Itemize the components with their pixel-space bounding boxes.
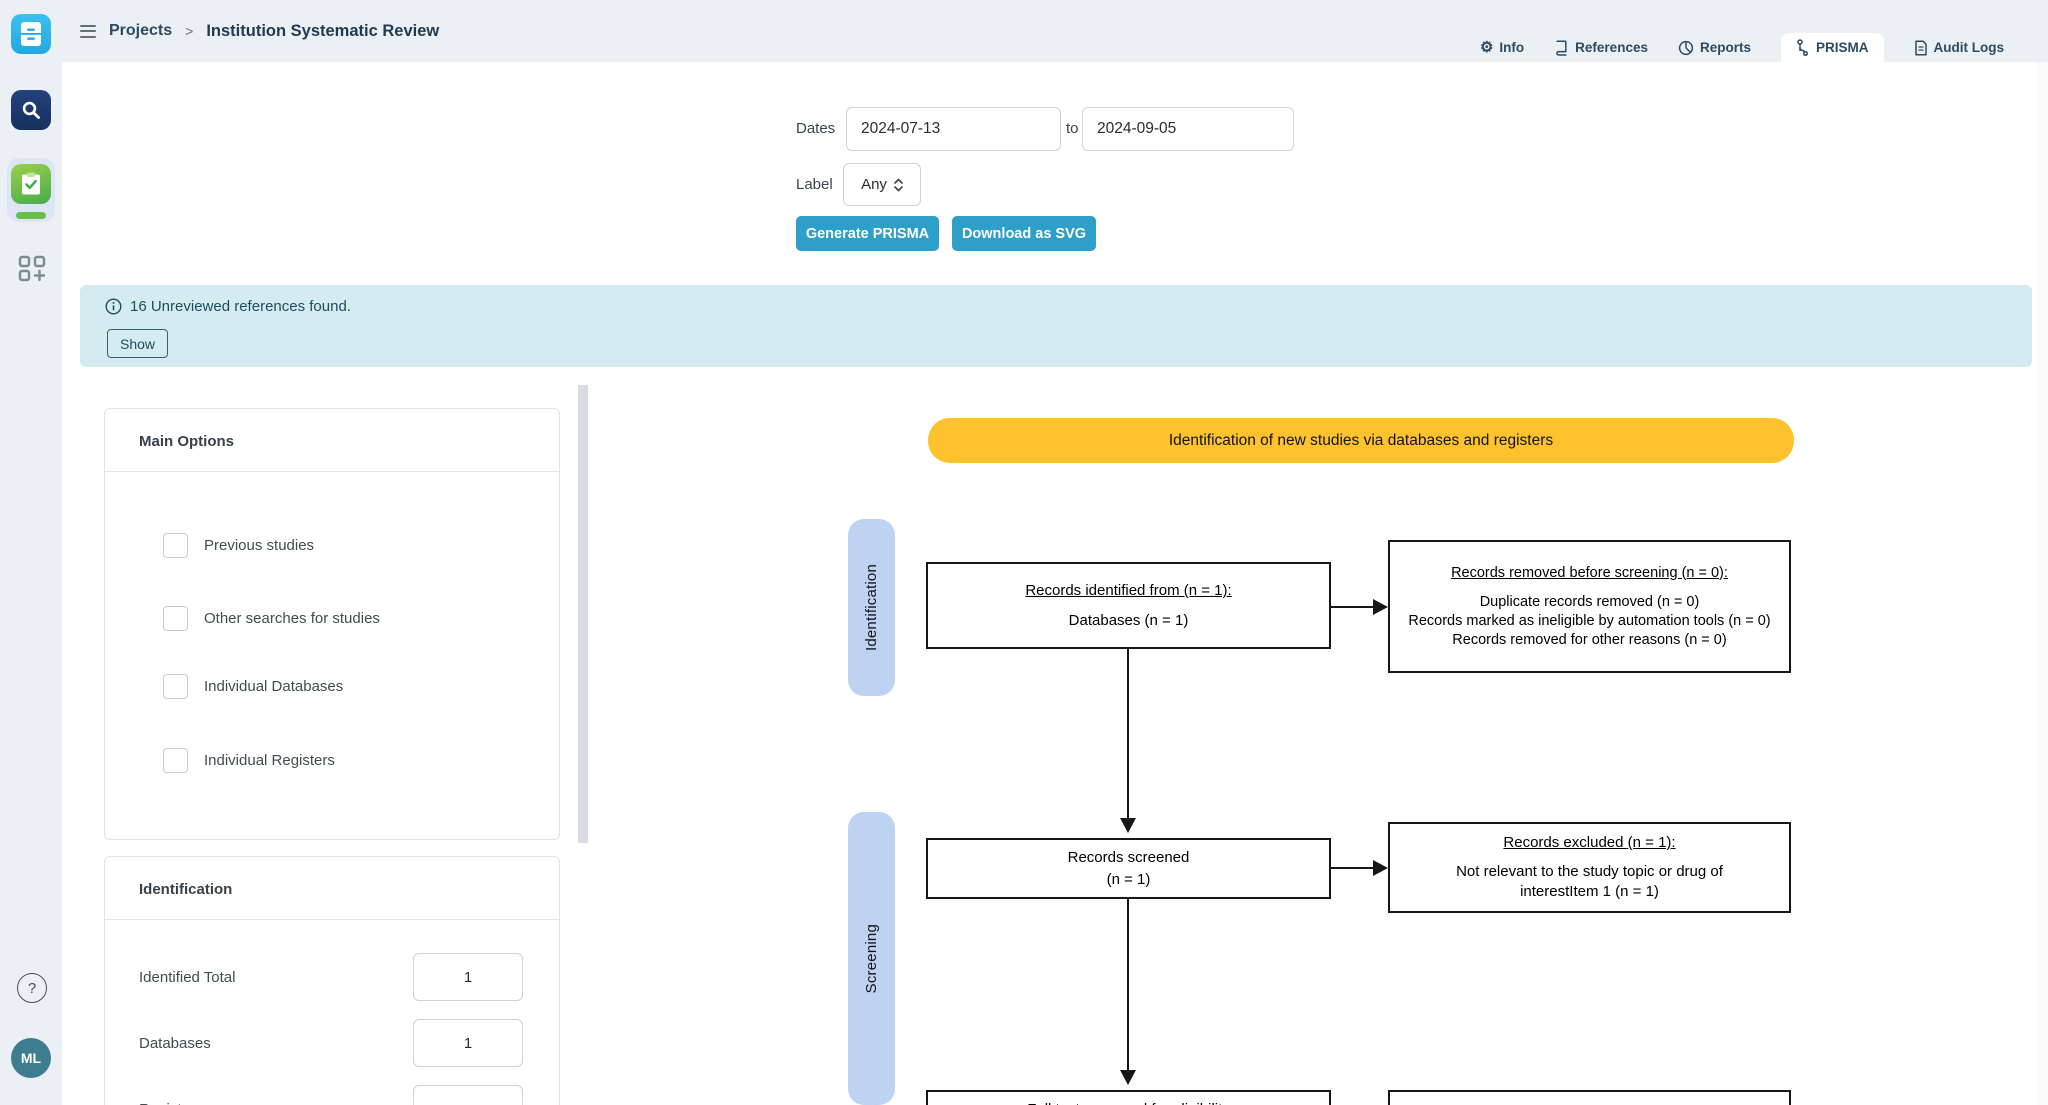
- option-row-other-searches: Other searches for studies: [163, 606, 380, 631]
- option-row-individual-registers: Individual Registers: [163, 748, 335, 773]
- add-apps-icon: [18, 255, 46, 282]
- dates-label: Dates: [796, 120, 836, 137]
- book-icon: [1556, 39, 1567, 56]
- flow-branch-icon: [1797, 39, 1809, 56]
- checkbox-previous-studies[interactable]: [163, 533, 188, 558]
- help-button[interactable]: ?: [17, 973, 47, 1003]
- date-to-input[interactable]: [1082, 107, 1294, 151]
- help-icon: ?: [27, 979, 37, 997]
- user-avatar[interactable]: ML: [11, 1038, 51, 1078]
- flowchart-banner: Identification of new studies via databa…: [928, 418, 1794, 463]
- stage-screening: Screening: [848, 812, 895, 1105]
- tab-info[interactable]: ⚙ Info: [1479, 39, 1525, 56]
- alert-message: 16 Unreviewed references found.: [130, 298, 351, 315]
- flow-box-records-screened: Records screened (n = 1): [926, 838, 1331, 899]
- arrow-line: [1127, 649, 1129, 819]
- sidebar-item-modules[interactable]: [16, 252, 48, 284]
- gear-icon: ⚙: [1479, 39, 1494, 56]
- page-title: Institution Systematic Review: [206, 21, 440, 40]
- download-svg-button[interactable]: Download as SVG: [952, 216, 1096, 251]
- unreviewed-alert: 16 Unreviewed references found. Show: [80, 285, 2032, 367]
- identified-total-input[interactable]: [413, 953, 523, 1001]
- checkbox-individual-databases[interactable]: [163, 674, 188, 699]
- stage-identification: Identification: [848, 519, 895, 696]
- flow-box-fulltext-assessed: Full text assessed for eligibility: [926, 1090, 1331, 1105]
- arrow-line: [1331, 867, 1376, 869]
- main-options-panel: Main Options Previous studies Other sear…: [104, 408, 560, 840]
- divider: [105, 919, 559, 920]
- flow-box-bottom-right: [1388, 1090, 1791, 1105]
- flow-box-records-removed: Records removed before screening (n = 0)…: [1388, 540, 1791, 673]
- top-header: [62, 0, 2048, 62]
- panel-scrollbar[interactable]: [578, 385, 588, 843]
- checkbox-other-searches[interactable]: [163, 606, 188, 631]
- checkbox-individual-registers[interactable]: [163, 748, 188, 773]
- flow-box-records-identified: Records identified from (n = 1): Databas…: [926, 562, 1331, 649]
- label-select[interactable]: Any: [843, 163, 921, 206]
- identified-total-label: Identified Total: [139, 969, 236, 986]
- project-tabs: ⚙ Info References Reports PRISMA: [1480, 33, 2004, 62]
- flow-box-records-excluded: Records excluded (n = 1): Not relevant t…: [1388, 822, 1791, 913]
- sidebar-item-projects[interactable]: [11, 14, 51, 54]
- sidebar-active-indicator: [16, 212, 46, 219]
- arrow-head-right: [1373, 860, 1388, 876]
- breadcrumb-projects[interactable]: Projects: [109, 22, 173, 39]
- arrow-head-right: [1373, 599, 1388, 615]
- arrow-head-down: [1120, 818, 1136, 833]
- arrow-line: [1127, 899, 1129, 1071]
- archive-icon: [21, 22, 41, 46]
- arrow-head-down: [1120, 1070, 1136, 1085]
- registers-label: Registers: [139, 1101, 202, 1105]
- divider: [105, 471, 559, 472]
- option-row-individual-databases: Individual Databases: [163, 674, 343, 699]
- page-scrollbar[interactable]: [2036, 62, 2048, 1105]
- identification-panel: Identification Identified Total Database…: [104, 856, 560, 1105]
- date-from-input[interactable]: [846, 107, 1061, 151]
- arrow-line: [1331, 606, 1376, 608]
- checklist-icon: [22, 172, 40, 195]
- sidebar-item-search[interactable]: [11, 90, 51, 130]
- databases-label: Databases: [139, 1035, 211, 1052]
- tab-references[interactable]: References: [1554, 33, 1648, 62]
- menu-toggle-icon[interactable]: [80, 24, 96, 38]
- document-icon: [1914, 39, 1927, 56]
- panel-title: Main Options: [139, 433, 234, 450]
- chevron-up-down-icon: [894, 178, 903, 191]
- option-row-previous-studies: Previous studies: [163, 533, 314, 558]
- sidebar-item-review[interactable]: [11, 164, 51, 204]
- tab-audit-logs[interactable]: Audit Logs: [1914, 33, 2004, 62]
- pie-chart-icon: [1678, 40, 1694, 55]
- search-icon: [22, 101, 40, 119]
- show-references-button[interactable]: Show: [107, 329, 169, 358]
- tab-reports[interactable]: Reports: [1678, 33, 1751, 62]
- generate-prisma-button[interactable]: Generate PRISMA: [796, 216, 939, 251]
- databases-input[interactable]: [413, 1019, 523, 1067]
- tab-prisma[interactable]: PRISMA: [1780, 33, 1884, 62]
- breadcrumb: Projects > Institution Systematic Review: [80, 0, 439, 62]
- registers-input[interactable]: [413, 1085, 523, 1105]
- dates-to-label: to: [1066, 120, 1079, 137]
- chevron-right-icon: >: [185, 23, 194, 39]
- label-field-label: Label: [796, 176, 833, 193]
- panel-title: Identification: [139, 881, 233, 898]
- info-icon: [105, 298, 122, 315]
